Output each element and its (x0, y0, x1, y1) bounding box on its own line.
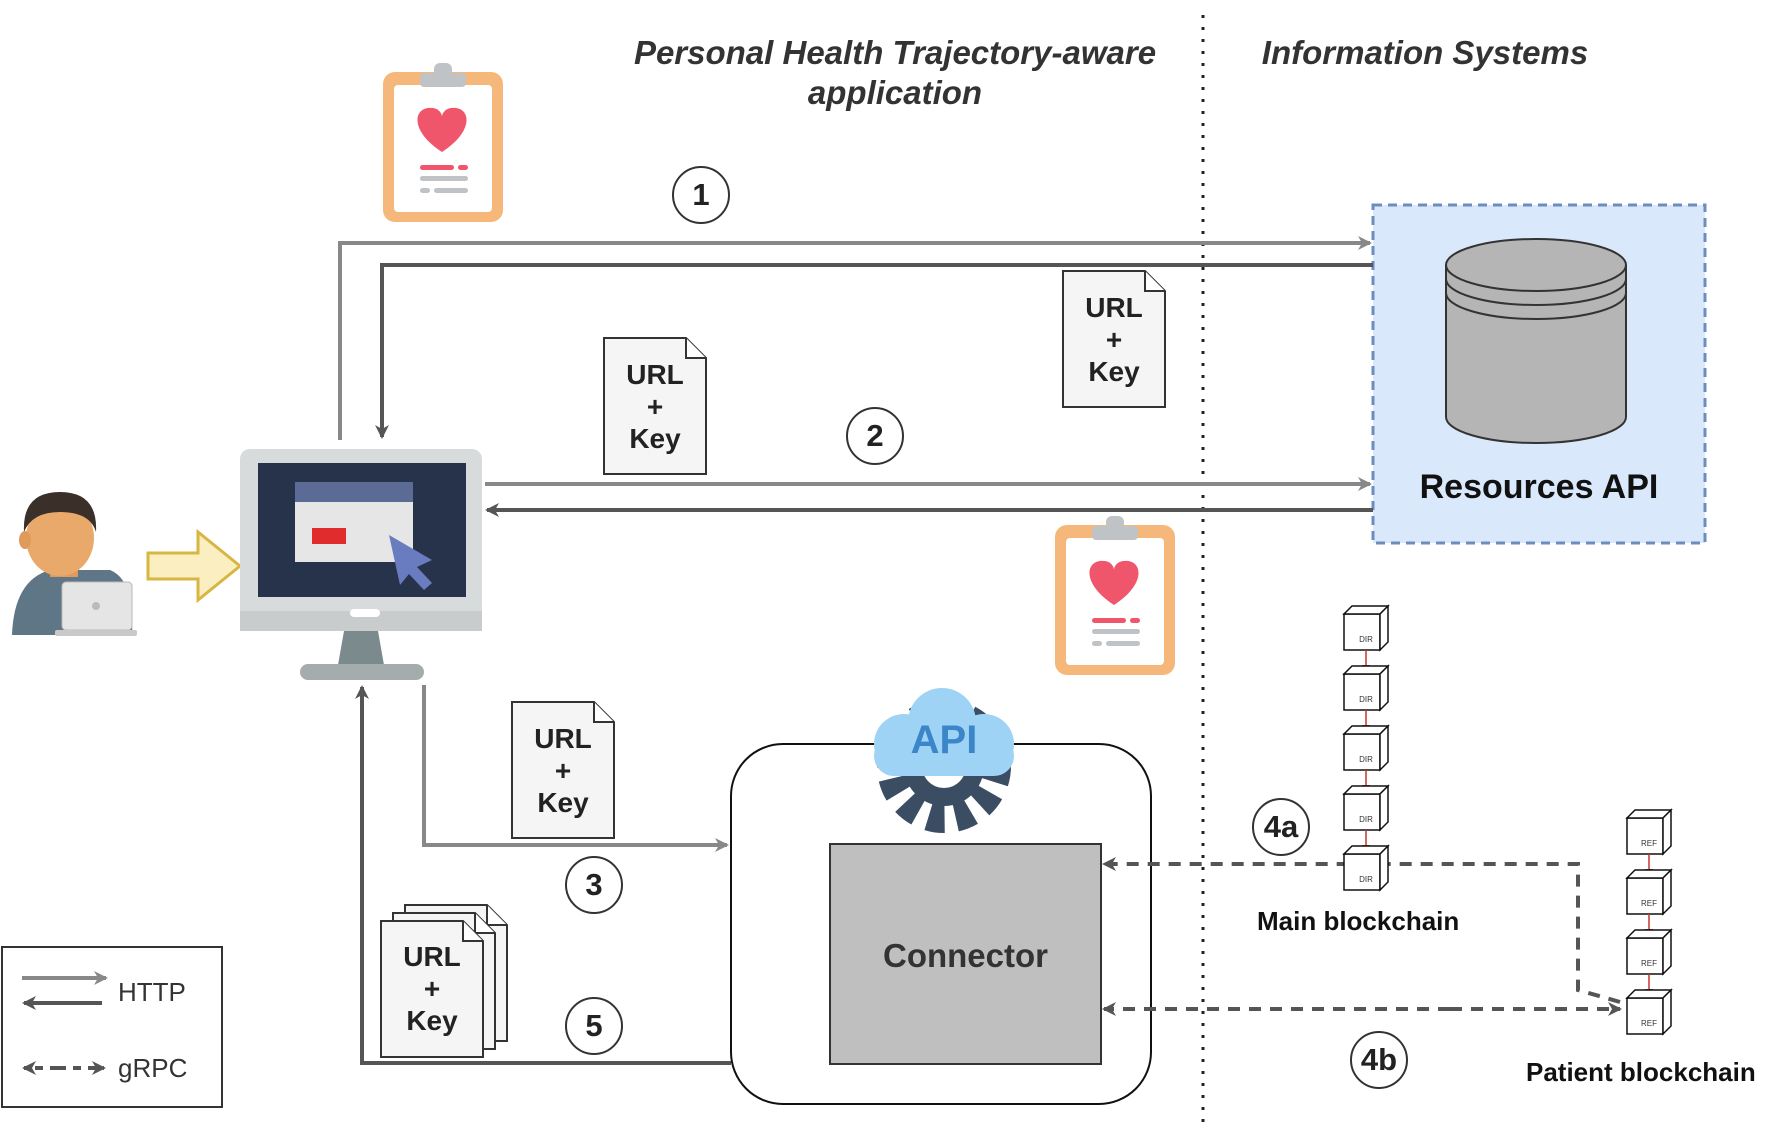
legend-box (1, 946, 223, 1108)
step-5-badge: 5 (565, 997, 623, 1055)
block-tag: REF (1641, 839, 1657, 848)
step-4a-badge: 4a (1252, 798, 1310, 856)
document-icon (1062, 270, 1166, 408)
doc-url: URL (626, 359, 684, 390)
step-2-badge: 2 (846, 407, 904, 465)
main-blockchain-block-1: DIR (1342, 604, 1390, 652)
user-to-app-arrow (146, 528, 243, 604)
step-3-badge: 3 (565, 856, 623, 914)
block-tag: REF (1641, 899, 1657, 908)
api-cloud-label: API (910, 718, 978, 762)
url-key-document-stack-5: URL + Key (380, 903, 508, 1059)
app-monitor-icon (240, 449, 482, 680)
doc-key: Key (406, 1005, 458, 1036)
doc-plus: + (646, 391, 664, 422)
http-response-arrow-5 (355, 685, 731, 1065)
url-key-document-request-3: URL + Key (511, 701, 615, 839)
document-icon (603, 337, 707, 475)
connector-box[interactable] (829, 843, 1102, 1065)
doc-key: Key (629, 423, 681, 454)
grpc-arrow-4a (1102, 857, 1621, 1004)
patient-blockchain-block-3: REF (1625, 928, 1673, 976)
http-request-arrow-3 (422, 685, 729, 852)
app-title-line1: Personal Health Trajectory-aware (633, 34, 1157, 71)
block-tag: REF (1641, 1019, 1657, 1028)
doc-url: URL (1085, 292, 1143, 323)
document-stack-icon (380, 904, 508, 1058)
document-icon (511, 701, 615, 839)
block-tag: DIR (1359, 875, 1373, 884)
url-key-document-request-2: URL + Key (603, 337, 707, 475)
block-tag: DIR (1359, 635, 1373, 644)
patient-blockchain-block-1: REF (1625, 808, 1673, 856)
doc-key: Key (1088, 356, 1140, 387)
doc-plus: + (423, 973, 441, 1004)
resources-api-label: Resources API (1419, 468, 1659, 506)
block-tag: DIR (1359, 815, 1373, 824)
http-request-arrow-1 (338, 236, 1372, 440)
app-title-line2: application (807, 74, 983, 111)
doc-key: Key (537, 787, 589, 818)
block-tag: DIR (1359, 755, 1373, 764)
main-blockchain-label: Main blockchain (1257, 906, 1460, 936)
database-icon (1445, 238, 1627, 444)
connector-label: Connector (883, 937, 1048, 974)
step-1-badge: 1 (672, 166, 730, 224)
patient-blockchain-block-2: REF (1625, 868, 1673, 916)
block-tag: REF (1641, 959, 1657, 968)
step-4b-badge: 4b (1350, 1031, 1408, 1089)
main-blockchain-block-3: DIR (1342, 724, 1390, 772)
patient-blockchain: REF REF REF REF (1625, 808, 1673, 1036)
patient-blockchain-block-4: REF (1625, 988, 1673, 1036)
doc-url: URL (534, 723, 592, 754)
legend-grpc-label: gRPC (118, 1053, 188, 1083)
doc-plus: + (1105, 324, 1123, 355)
http-response-arrow-1 (375, 263, 1373, 439)
block-tag: DIR (1359, 695, 1373, 704)
doc-plus: + (554, 755, 572, 786)
health-record-icon-top (383, 63, 503, 222)
url-key-document-response-1: URL + Key (1062, 270, 1166, 408)
main-blockchain-block-2: DIR (1342, 664, 1390, 712)
main-blockchain-block-4: DIR (1342, 784, 1390, 832)
info-systems-title: Information Systems (1261, 34, 1589, 71)
user-icon (12, 492, 137, 636)
health-record-icon-bottom (1055, 516, 1175, 675)
main-blockchain-block-5: DIR (1342, 844, 1390, 892)
doc-url: URL (403, 941, 461, 972)
api-cloud-icon (874, 688, 1014, 833)
app-title: Personal Health Trajectory-aware applica… (590, 33, 1200, 113)
patient-blockchain-label: Patient blockchain (1526, 1057, 1756, 1087)
legend-http-label: HTTP (118, 977, 186, 1007)
main-blockchain: DIR DIR DIR DIR DIR (1342, 604, 1390, 892)
